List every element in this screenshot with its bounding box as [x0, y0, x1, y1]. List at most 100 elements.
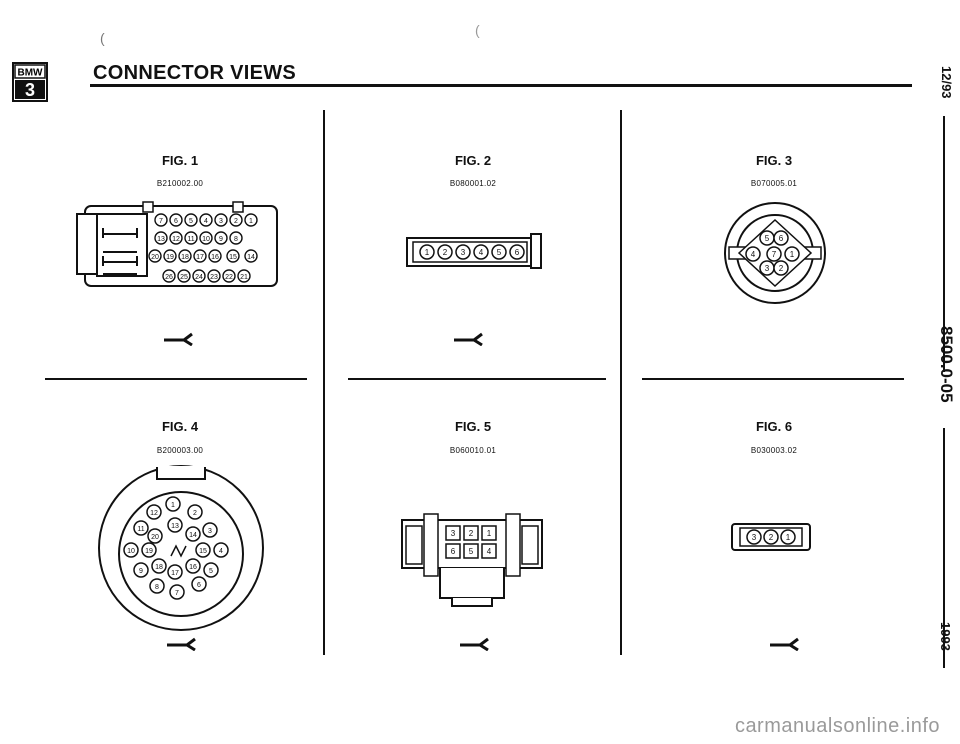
- svg-text:5: 5: [765, 234, 770, 243]
- svg-text:2: 2: [443, 248, 448, 257]
- svg-text:22: 22: [225, 274, 233, 281]
- wire-symbol-icon: [458, 637, 494, 656]
- row-divider: [642, 378, 904, 380]
- svg-text:7: 7: [175, 590, 179, 597]
- svg-text:21: 21: [240, 274, 248, 281]
- fig-2-code: B080001.02: [449, 179, 497, 188]
- year: 1993: [938, 622, 953, 651]
- svg-text:4: 4: [204, 218, 208, 225]
- svg-text:1: 1: [790, 250, 795, 259]
- svg-text:6: 6: [174, 218, 178, 225]
- svg-text:3: 3: [25, 80, 35, 100]
- fig-6-label: FIG. 6: [755, 419, 793, 434]
- svg-text:2: 2: [234, 218, 238, 225]
- svg-text:10: 10: [127, 548, 135, 555]
- svg-text:19: 19: [166, 254, 174, 261]
- svg-text:9: 9: [139, 568, 143, 575]
- page-number: 8500.0-05: [937, 326, 956, 403]
- svg-text:1: 1: [171, 502, 175, 509]
- wire-symbol-icon: [768, 637, 804, 656]
- svg-text:2: 2: [469, 529, 474, 538]
- svg-text:18: 18: [181, 254, 189, 261]
- fig-5-label: FIG. 5: [454, 419, 492, 434]
- svg-text:3: 3: [219, 218, 223, 225]
- svg-text:14: 14: [247, 254, 255, 261]
- svg-text:3: 3: [752, 533, 757, 542]
- fig-1-label: FIG. 1: [161, 153, 199, 168]
- svg-text:15: 15: [199, 548, 207, 555]
- svg-text:16: 16: [189, 564, 197, 571]
- row-divider: [45, 378, 307, 380]
- svg-text:12: 12: [150, 510, 158, 517]
- svg-text:5: 5: [189, 218, 193, 225]
- svg-text:BMW: BMW: [18, 68, 44, 79]
- fig-3-code: B070005.01: [750, 179, 798, 188]
- wire-symbol-icon: [162, 332, 198, 351]
- fig-2-label: FIG. 2: [454, 153, 492, 168]
- svg-text:6: 6: [515, 248, 520, 257]
- svg-text:6: 6: [779, 234, 784, 243]
- svg-text:20: 20: [151, 254, 159, 261]
- svg-text:3: 3: [765, 264, 770, 273]
- fig-4-label: FIG. 4: [161, 419, 199, 434]
- svg-text:17: 17: [171, 570, 179, 577]
- svg-text:4: 4: [479, 248, 484, 257]
- svg-text:4: 4: [751, 250, 756, 259]
- svg-text:6: 6: [451, 547, 456, 556]
- svg-text:19: 19: [145, 548, 153, 555]
- title-rule: [90, 84, 912, 87]
- svg-text:6: 6: [197, 582, 201, 589]
- svg-text:25: 25: [180, 274, 188, 281]
- side-rule: [943, 116, 945, 372]
- wire-symbol-icon: [165, 637, 201, 656]
- bmw-3-series-logo: BMW 3: [12, 62, 90, 102]
- svg-text:2: 2: [779, 264, 784, 273]
- svg-text:15: 15: [229, 254, 237, 261]
- svg-text:8: 8: [234, 236, 238, 243]
- svg-text:4: 4: [487, 547, 492, 556]
- svg-text:26: 26: [165, 274, 173, 281]
- svg-text:11: 11: [187, 236, 194, 243]
- svg-text:1: 1: [487, 529, 492, 538]
- wire-symbol-icon: [452, 332, 488, 351]
- svg-text:3: 3: [208, 528, 212, 535]
- scan-mark: (: [100, 30, 105, 46]
- svg-text:16: 16: [211, 254, 219, 261]
- svg-text:8: 8: [155, 584, 159, 591]
- svg-text:1: 1: [249, 218, 253, 225]
- svg-text:24: 24: [195, 274, 203, 281]
- svg-text:7: 7: [159, 218, 163, 225]
- svg-text:18: 18: [155, 564, 163, 571]
- svg-text:17: 17: [196, 254, 204, 261]
- row-divider: [348, 378, 606, 380]
- svg-text:10: 10: [202, 236, 210, 243]
- svg-text:4: 4: [219, 548, 223, 555]
- svg-text:1: 1: [425, 248, 430, 257]
- svg-text:20: 20: [151, 534, 159, 541]
- svg-text:1: 1: [786, 533, 791, 542]
- svg-text:2: 2: [193, 510, 197, 517]
- svg-text:13: 13: [157, 236, 165, 243]
- svg-text:9: 9: [219, 236, 223, 243]
- svg-text:7: 7: [772, 250, 777, 259]
- svg-text:12: 12: [172, 236, 180, 243]
- fig-5-code: B060010.01: [449, 446, 497, 455]
- column-divider: [620, 110, 622, 655]
- page-title: CONNECTOR VIEWS: [93, 62, 297, 84]
- column-divider: [323, 110, 325, 655]
- fig-1-code: B210002.00: [156, 179, 204, 188]
- fig-3-label: FIG. 3: [755, 153, 793, 168]
- scan-mark: (: [475, 22, 480, 38]
- svg-text:14: 14: [189, 532, 197, 539]
- svg-text:5: 5: [497, 248, 502, 257]
- svg-text:3: 3: [451, 529, 456, 538]
- svg-text:5: 5: [209, 568, 213, 575]
- watermark: carmanualsonline.info: [734, 715, 940, 737]
- side-margin: 12/93 8500.0-05: [936, 60, 958, 668]
